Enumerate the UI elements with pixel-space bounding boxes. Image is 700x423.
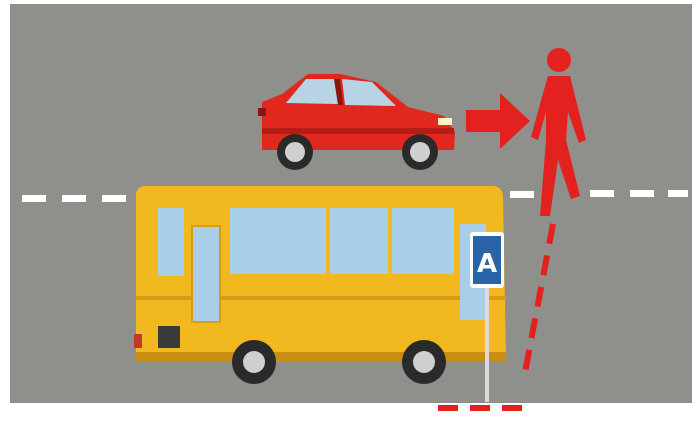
bus-stop-sign-letter: A <box>477 249 497 279</box>
sidewalk-edge <box>0 403 700 423</box>
bus-icon <box>134 186 506 384</box>
